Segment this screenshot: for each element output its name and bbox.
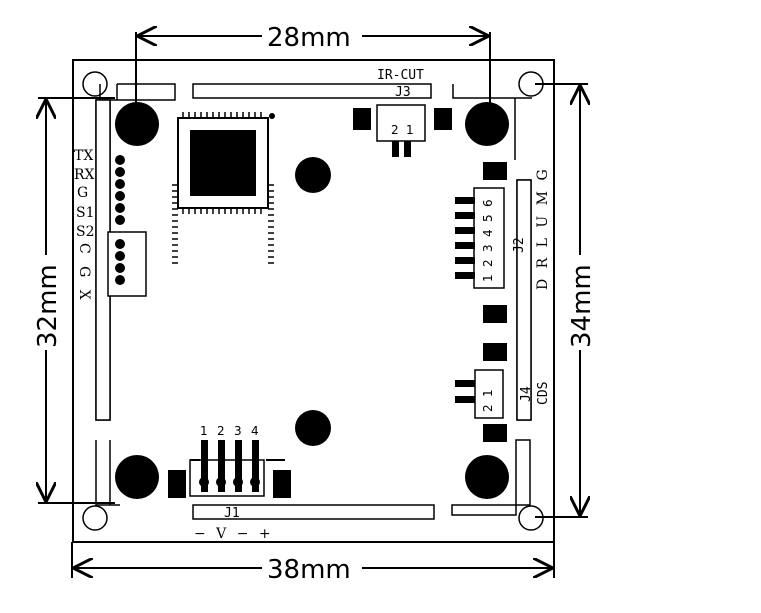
left-label-rx: RX [74, 167, 95, 183]
right-pads [483, 162, 507, 442]
j3-pin-1: 1 [406, 123, 414, 137]
dim-left-label: 32mm [33, 264, 63, 348]
left-label-tx: TX [74, 148, 93, 164]
j1-pad-right [273, 470, 291, 498]
j1-pin-number: 3 [234, 424, 242, 438]
j1-lead-dot [199, 477, 209, 487]
j2-lead [455, 197, 475, 204]
left-connector-dots [115, 239, 125, 285]
dim-top-label: 28mm [267, 23, 351, 53]
j3-lead-1 [392, 141, 399, 157]
j1-signals: − V − + [194, 526, 274, 542]
j4-lead-1 [455, 380, 475, 387]
j3-title: IR-CUT [377, 68, 424, 83]
j2-lead [455, 227, 475, 234]
mount-pads [115, 102, 509, 499]
left-connector [107, 231, 147, 297]
left-header-dots [115, 155, 125, 225]
j1-label: J1 [224, 506, 240, 521]
j1-leads [199, 440, 260, 492]
j1-pin-number: 1 [200, 424, 208, 438]
top-slot [192, 83, 432, 99]
j1-lead [218, 440, 225, 492]
j1-lead [252, 440, 259, 492]
j1-pad-left [168, 470, 186, 498]
j2-signals: D R L U M G [535, 166, 551, 290]
j1-lead-dot [250, 477, 260, 487]
bottom-slot [192, 504, 435, 520]
j2-leads [455, 197, 475, 279]
j3-pad-right [434, 108, 452, 130]
left-label-s2: S2 [76, 224, 95, 240]
j3-pin-2: 2 [391, 123, 399, 137]
j4-pin-1: 1 [481, 389, 495, 397]
j1-lead [201, 440, 208, 492]
j1-lead [235, 440, 242, 492]
corner-holes [82, 71, 544, 531]
left-rotated-label: C G X [76, 243, 92, 304]
j4-lead-2 [455, 396, 475, 403]
j2-connector [473, 187, 505, 289]
j2-label: J2 [512, 237, 527, 253]
j2-lead [455, 212, 475, 219]
j2-lead [455, 257, 475, 264]
right-slot [516, 179, 532, 421]
dim-bottom-label: 38mm [267, 555, 351, 585]
ic-chip [172, 112, 275, 264]
j2-pin-number: 5 [481, 214, 495, 222]
j2-lead [455, 242, 475, 249]
j2-pin-number: 3 [481, 244, 495, 252]
j4-title: CDS [536, 382, 551, 405]
j3-label: J3 [395, 85, 411, 100]
j4-pin-2: 2 [481, 404, 495, 412]
j3-lead-2 [404, 141, 411, 157]
j2-pin-number: 4 [481, 229, 495, 237]
j2-pin-number: 6 [481, 199, 495, 207]
dim-right-label: 34mm [567, 264, 597, 348]
center-hole-bottom [295, 410, 331, 446]
j2-pin-number: 2 [481, 259, 495, 267]
j3-pad-left [353, 108, 371, 130]
j4-connector [474, 369, 504, 419]
j3-connector [376, 104, 426, 142]
left-label-g: G [77, 185, 88, 201]
j1-pin-number: 4 [251, 424, 259, 438]
j2-pin-number: 1 [481, 274, 495, 282]
j1-lead-dot [216, 477, 226, 487]
j1-pin-number: 2 [217, 424, 225, 438]
j4-label: J4 [519, 386, 534, 402]
j2-lead [455, 272, 475, 279]
center-hole-top [295, 157, 331, 193]
j2-pin-numbers: 1 2 3 4 5 6 [481, 199, 495, 282]
left-label-s1: S1 [76, 205, 95, 221]
j1-lead-dot [233, 477, 243, 487]
